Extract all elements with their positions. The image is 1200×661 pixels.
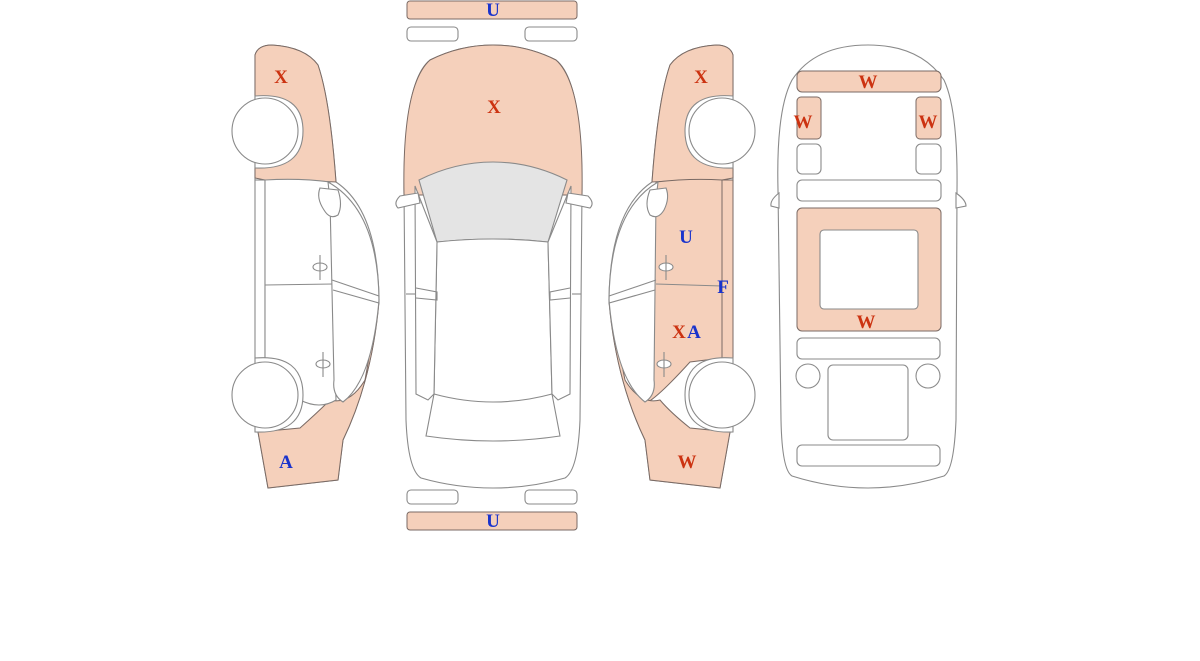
left-rear-fender-panel[interactable] [257,301,380,489]
right-mirror [646,187,669,218]
right-door-split-line [655,283,723,287]
rear-left-light [406,26,459,42]
roof-tail-bar [796,444,941,467]
top-right-door-line [549,287,571,301]
windshield [418,161,568,243]
roof-left-box [796,143,822,175]
top-view [395,0,593,531]
left-side-view [231,44,380,489]
top-rear-glass [425,393,561,442]
roof-rear-bar [796,337,941,360]
left-front-wheel [231,97,299,165]
front-left-light [406,489,459,505]
roof-view [770,44,967,489]
roof-right-pillar-panel[interactable] [915,96,942,140]
roof-left-pillar-panel[interactable] [796,96,822,140]
roof-front-glass-panel[interactable] [796,70,942,93]
left-side-rocker [254,179,266,359]
right-side-view [608,44,756,489]
left-side-glass [327,180,380,403]
roof-left-mirror [770,191,780,209]
left-side-door-area [264,178,337,406]
right-pillar-line [608,279,657,304]
front-right-light [524,489,578,505]
hood-panel[interactable] [403,44,583,196]
top-left-door-line [415,287,438,301]
front-bumper-panel[interactable] [406,511,578,531]
roof-left-round [795,363,821,389]
top-rear-bumper-panel[interactable] [406,0,578,20]
right-rocker-panel[interactable] [721,179,734,359]
roof-right-mirror [955,191,967,209]
roof-right-box [915,143,942,175]
top-right-pillar [547,185,572,401]
top-left-pillar [414,185,438,401]
right-side-glass [608,180,659,403]
top-right-mirror [565,192,593,209]
left-door-split-line [264,283,334,286]
right-rear-wheel [688,361,756,429]
left-mirror [318,187,342,218]
rear-right-light [524,26,578,42]
top-cabin [433,238,553,407]
roof-rear-window [827,364,909,441]
sunroof [819,229,919,310]
top-left-mirror [395,192,421,209]
roof-right-round [915,363,941,389]
left-pillar-line [331,279,380,304]
left-rear-wheel [231,361,299,429]
roof-front-bar [796,179,942,202]
right-front-wheel [688,97,756,165]
